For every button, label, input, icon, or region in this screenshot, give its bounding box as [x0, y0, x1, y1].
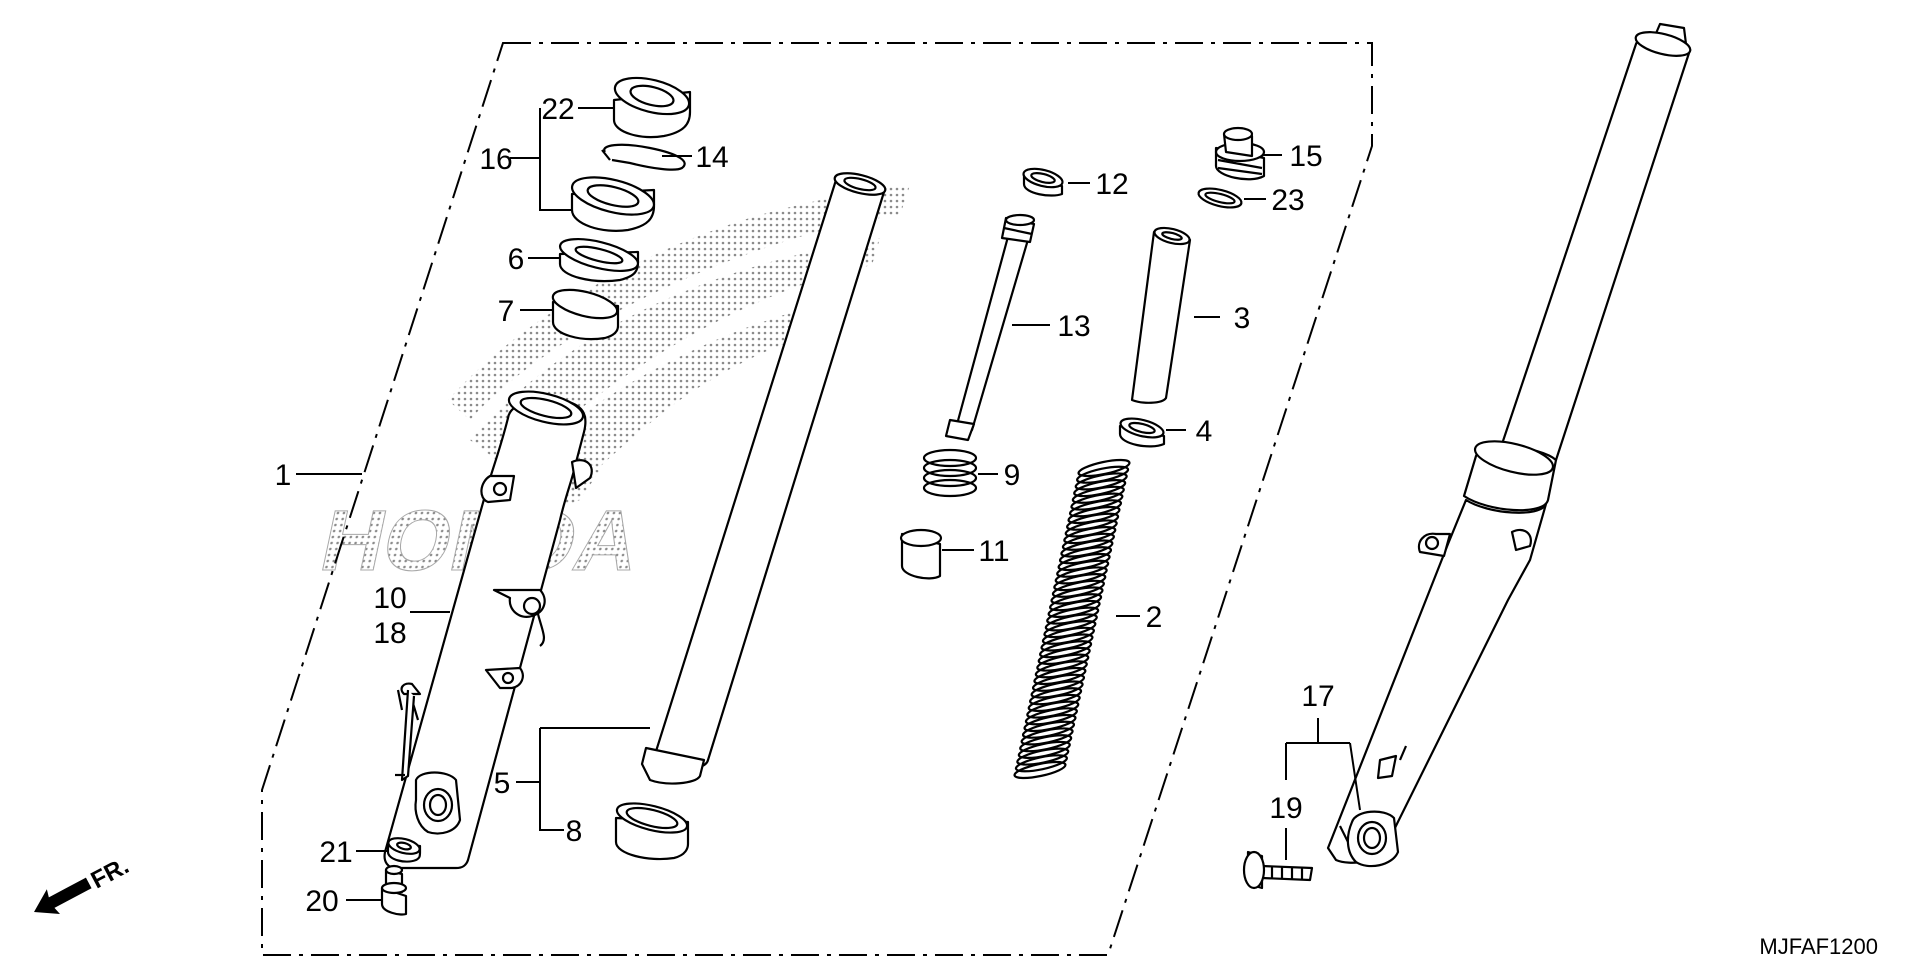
callout-4: 4: [1196, 415, 1213, 448]
callout-22: 22: [541, 93, 574, 126]
callout-3: 3: [1234, 302, 1251, 335]
part-22-dust-seal: [612, 76, 692, 139]
callout-8: 8: [566, 815, 583, 848]
callout-5: 5: [494, 767, 511, 800]
callout-14: 14: [695, 141, 728, 174]
callout-10: 10: [373, 582, 406, 615]
arrow-left-icon: [34, 877, 92, 915]
part-12-piston-ring: [1022, 167, 1064, 197]
part-3-spacer-pipe: [1130, 226, 1192, 404]
spring-coil: [1014, 754, 1068, 773]
part-6-back-up-ring: [558, 238, 640, 283]
callout-9: 9: [1004, 459, 1021, 492]
part-7-slide-bushing: [551, 288, 620, 341]
part-11-oil-lock-piece: [899, 528, 943, 580]
callout-labels: 22 16 14 6 7 1 10 18 5 8 21 20 12 13 9 1…: [275, 93, 1335, 918]
part-10-fork-slider: [383, 390, 593, 870]
callout-7: 7: [498, 295, 515, 328]
group-border: [261, 42, 1373, 956]
leader-lines: [296, 107, 1361, 901]
callout-19: 19: [1269, 792, 1302, 825]
part-23-o-ring: [1197, 187, 1243, 209]
assembled-front-fork: [1326, 22, 1692, 868]
spring-coil: [1013, 760, 1067, 780]
callout-17: 17: [1301, 680, 1334, 713]
part-2-fork-spring: [1013, 458, 1131, 780]
callout-18: 18: [373, 617, 406, 650]
callout-21: 21: [319, 836, 352, 869]
part-8-guide-bushing: [614, 802, 690, 861]
part-13-fork-piston: [944, 213, 1036, 442]
part-15-fork-bolt: [1214, 126, 1266, 181]
part-20-socket-bolt: [380, 864, 408, 916]
callout-12: 12: [1095, 168, 1128, 201]
part-16-oil-seal: [570, 176, 656, 232]
callout-1: 1: [275, 459, 292, 492]
callout-6: 6: [508, 243, 525, 276]
front-direction-label: FR.: [87, 852, 134, 894]
diagram-code: MJFAF1200: [1759, 934, 1878, 959]
part-4-spring-seat: [1118, 417, 1166, 448]
part-21-sealing-washer: [386, 837, 422, 863]
part-9-rebound-spring: [922, 448, 978, 498]
callout-11: 11: [978, 535, 1009, 568]
callout-23: 23: [1271, 184, 1304, 217]
part-5-fork-pipe: [640, 172, 887, 785]
callout-15: 15: [1289, 140, 1322, 173]
front-direction-arrow: FR.: [34, 852, 134, 915]
part-19-flange-bolt: [1242, 850, 1314, 890]
part-14-stopper-ring: [601, 143, 686, 171]
callout-16: 16: [479, 143, 512, 176]
callout-13: 13: [1057, 310, 1090, 343]
callout-20: 20: [305, 885, 338, 918]
callout-2: 2: [1146, 601, 1163, 634]
